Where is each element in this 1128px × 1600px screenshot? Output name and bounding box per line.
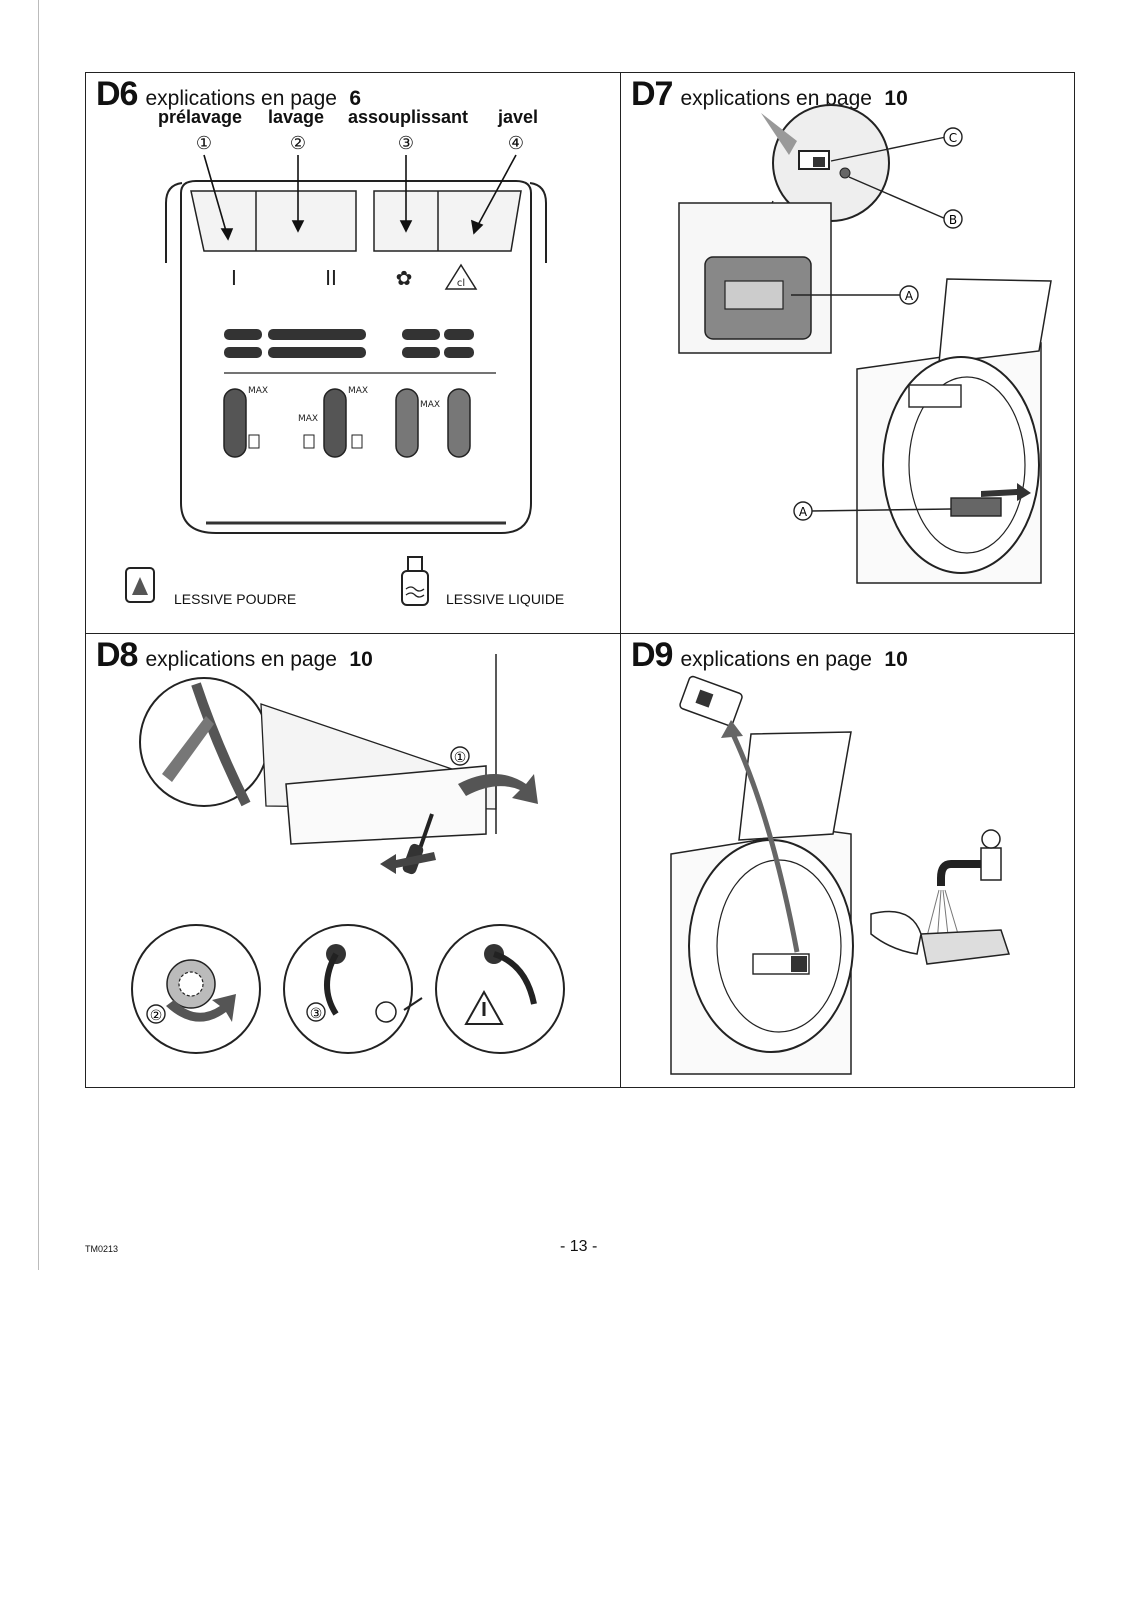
tap — [980, 847, 1002, 881]
lift-arrow — [728, 728, 800, 953]
filter-part — [950, 497, 1002, 517]
drawer-side-rails — [165, 182, 547, 263]
powder-mini-icon-1 — [248, 434, 260, 449]
symbol-prewash: I — [231, 266, 237, 290]
panel-d7: D7 explications en page 10 C B A — [621, 73, 1074, 633]
panel-d6-heading: D6 explications en page 6 — [96, 75, 361, 114]
level-window-2 — [323, 388, 347, 458]
page-number: - 13 - — [560, 1238, 598, 1255]
callout-a-top: A — [905, 289, 914, 303]
liquid-mini-icon — [303, 434, 315, 449]
panel-explanation: explications en page — [145, 648, 337, 671]
drawer-grille — [224, 329, 474, 358]
compartment-number-3: ③ — [398, 133, 414, 154]
push-arrow — [761, 113, 797, 155]
washer-drum-opening — [882, 356, 1040, 574]
compartment-label-assouplissant: assouplissant — [348, 107, 469, 127]
symbol-softener: ✿ — [396, 266, 413, 290]
compartment-number-2: ② — [290, 133, 306, 154]
step-2: ② — [150, 1008, 163, 1024]
arrow-4 — [477, 154, 517, 226]
filter-under-water — [920, 929, 1011, 965]
max-label-2: MAX — [298, 414, 318, 424]
legend-liquid-label: LESSIVE LIQUIDE — [446, 591, 565, 607]
step-1: ① — [454, 750, 467, 766]
max-label-4: MAX — [420, 400, 440, 410]
level-window-1 — [223, 388, 247, 458]
hand — [870, 910, 922, 955]
callout-c: C — [949, 131, 957, 145]
symbol-bleach: cl — [457, 278, 465, 289]
panel-d9: D9 explications en page 10 — [621, 634, 1074, 1087]
detergent-drawer-illustration: ① ② ③ ④ — [125, 133, 547, 606]
panel-d9-heading: D9 explications en page 10 — [631, 636, 908, 675]
scan-margin-line — [38, 0, 39, 1270]
document-reference: TM0213 — [85, 1244, 119, 1254]
compartment-number-1: ① — [196, 133, 212, 154]
panel-code: D7 — [631, 75, 673, 113]
compartment-slot-3-4 — [373, 190, 522, 252]
step-circle-4 — [435, 924, 565, 1054]
max-label-3: MAX — [348, 386, 368, 396]
max-label-1: MAX — [248, 386, 268, 396]
figure-grid: D6 explications en page 6 prélavage lavag… — [85, 72, 1075, 1088]
panel-code: D9 — [631, 636, 673, 674]
panel-page-ref: 10 — [884, 87, 908, 110]
compartment-label-lavage: lavage — [268, 107, 325, 127]
panel-explanation: explications en page — [145, 87, 337, 110]
rotate-arrow — [458, 774, 538, 804]
liquid-detergent-icon — [401, 570, 429, 606]
washer-lid — [738, 731, 852, 841]
filter-removal-illustration: C B A A — [678, 104, 1052, 584]
washer-lid — [938, 278, 1052, 364]
grid-divider-horizontal — [86, 633, 1074, 634]
symbol-wash: II — [325, 266, 337, 290]
powder-mini-icon-2 — [351, 434, 363, 449]
compartment-label-prelavage: prélavage — [158, 107, 243, 127]
compartment-labels: prélavage lavage assouplissant javel — [86, 107, 620, 131]
panel-page-ref: 6 — [349, 87, 362, 110]
compartment-slot-1-2 — [190, 190, 357, 252]
panel-explanation: explications en page — [680, 87, 872, 110]
symbol-bleach-triangle — [444, 263, 478, 290]
arrow-1 — [203, 154, 227, 232]
filter-cleaning-illustration — [670, 675, 1011, 1075]
panel-code: D6 — [96, 75, 138, 113]
panel-d8: D8 explications en page 10 ① ② — [86, 634, 620, 1087]
level-window-3 — [395, 388, 419, 458]
panel-d6: D6 explications en page 6 prélavage lavag… — [86, 73, 620, 633]
callout-a-front: A — [799, 505, 808, 519]
pull-arrow — [380, 852, 436, 874]
access-panel — [285, 765, 487, 845]
panel-code: D8 — [96, 636, 138, 674]
callout-b: B — [949, 213, 957, 227]
level-window-4 — [447, 388, 471, 458]
step-circle-3 — [283, 924, 413, 1054]
washer-drum-opening — [688, 839, 854, 1053]
pump-filter-illustration: ① ② ③ — [131, 654, 565, 1054]
panel-d8-heading: D8 explications en page 10 — [96, 636, 373, 675]
step-3: ③ — [310, 1006, 323, 1022]
panel-explanation: explications en page — [680, 648, 872, 671]
compartment-number-4: ④ — [508, 133, 524, 154]
compartment-label-javel: javel — [498, 107, 539, 127]
panel-page-ref: 10 — [349, 648, 373, 671]
legend-powder-label: LESSIVE POUDRE — [174, 591, 297, 607]
panel-page-ref: 10 — [884, 648, 908, 671]
grid-divider-vertical — [620, 73, 621, 1087]
panel-d7-heading: D7 explications en page 10 — [631, 75, 908, 114]
